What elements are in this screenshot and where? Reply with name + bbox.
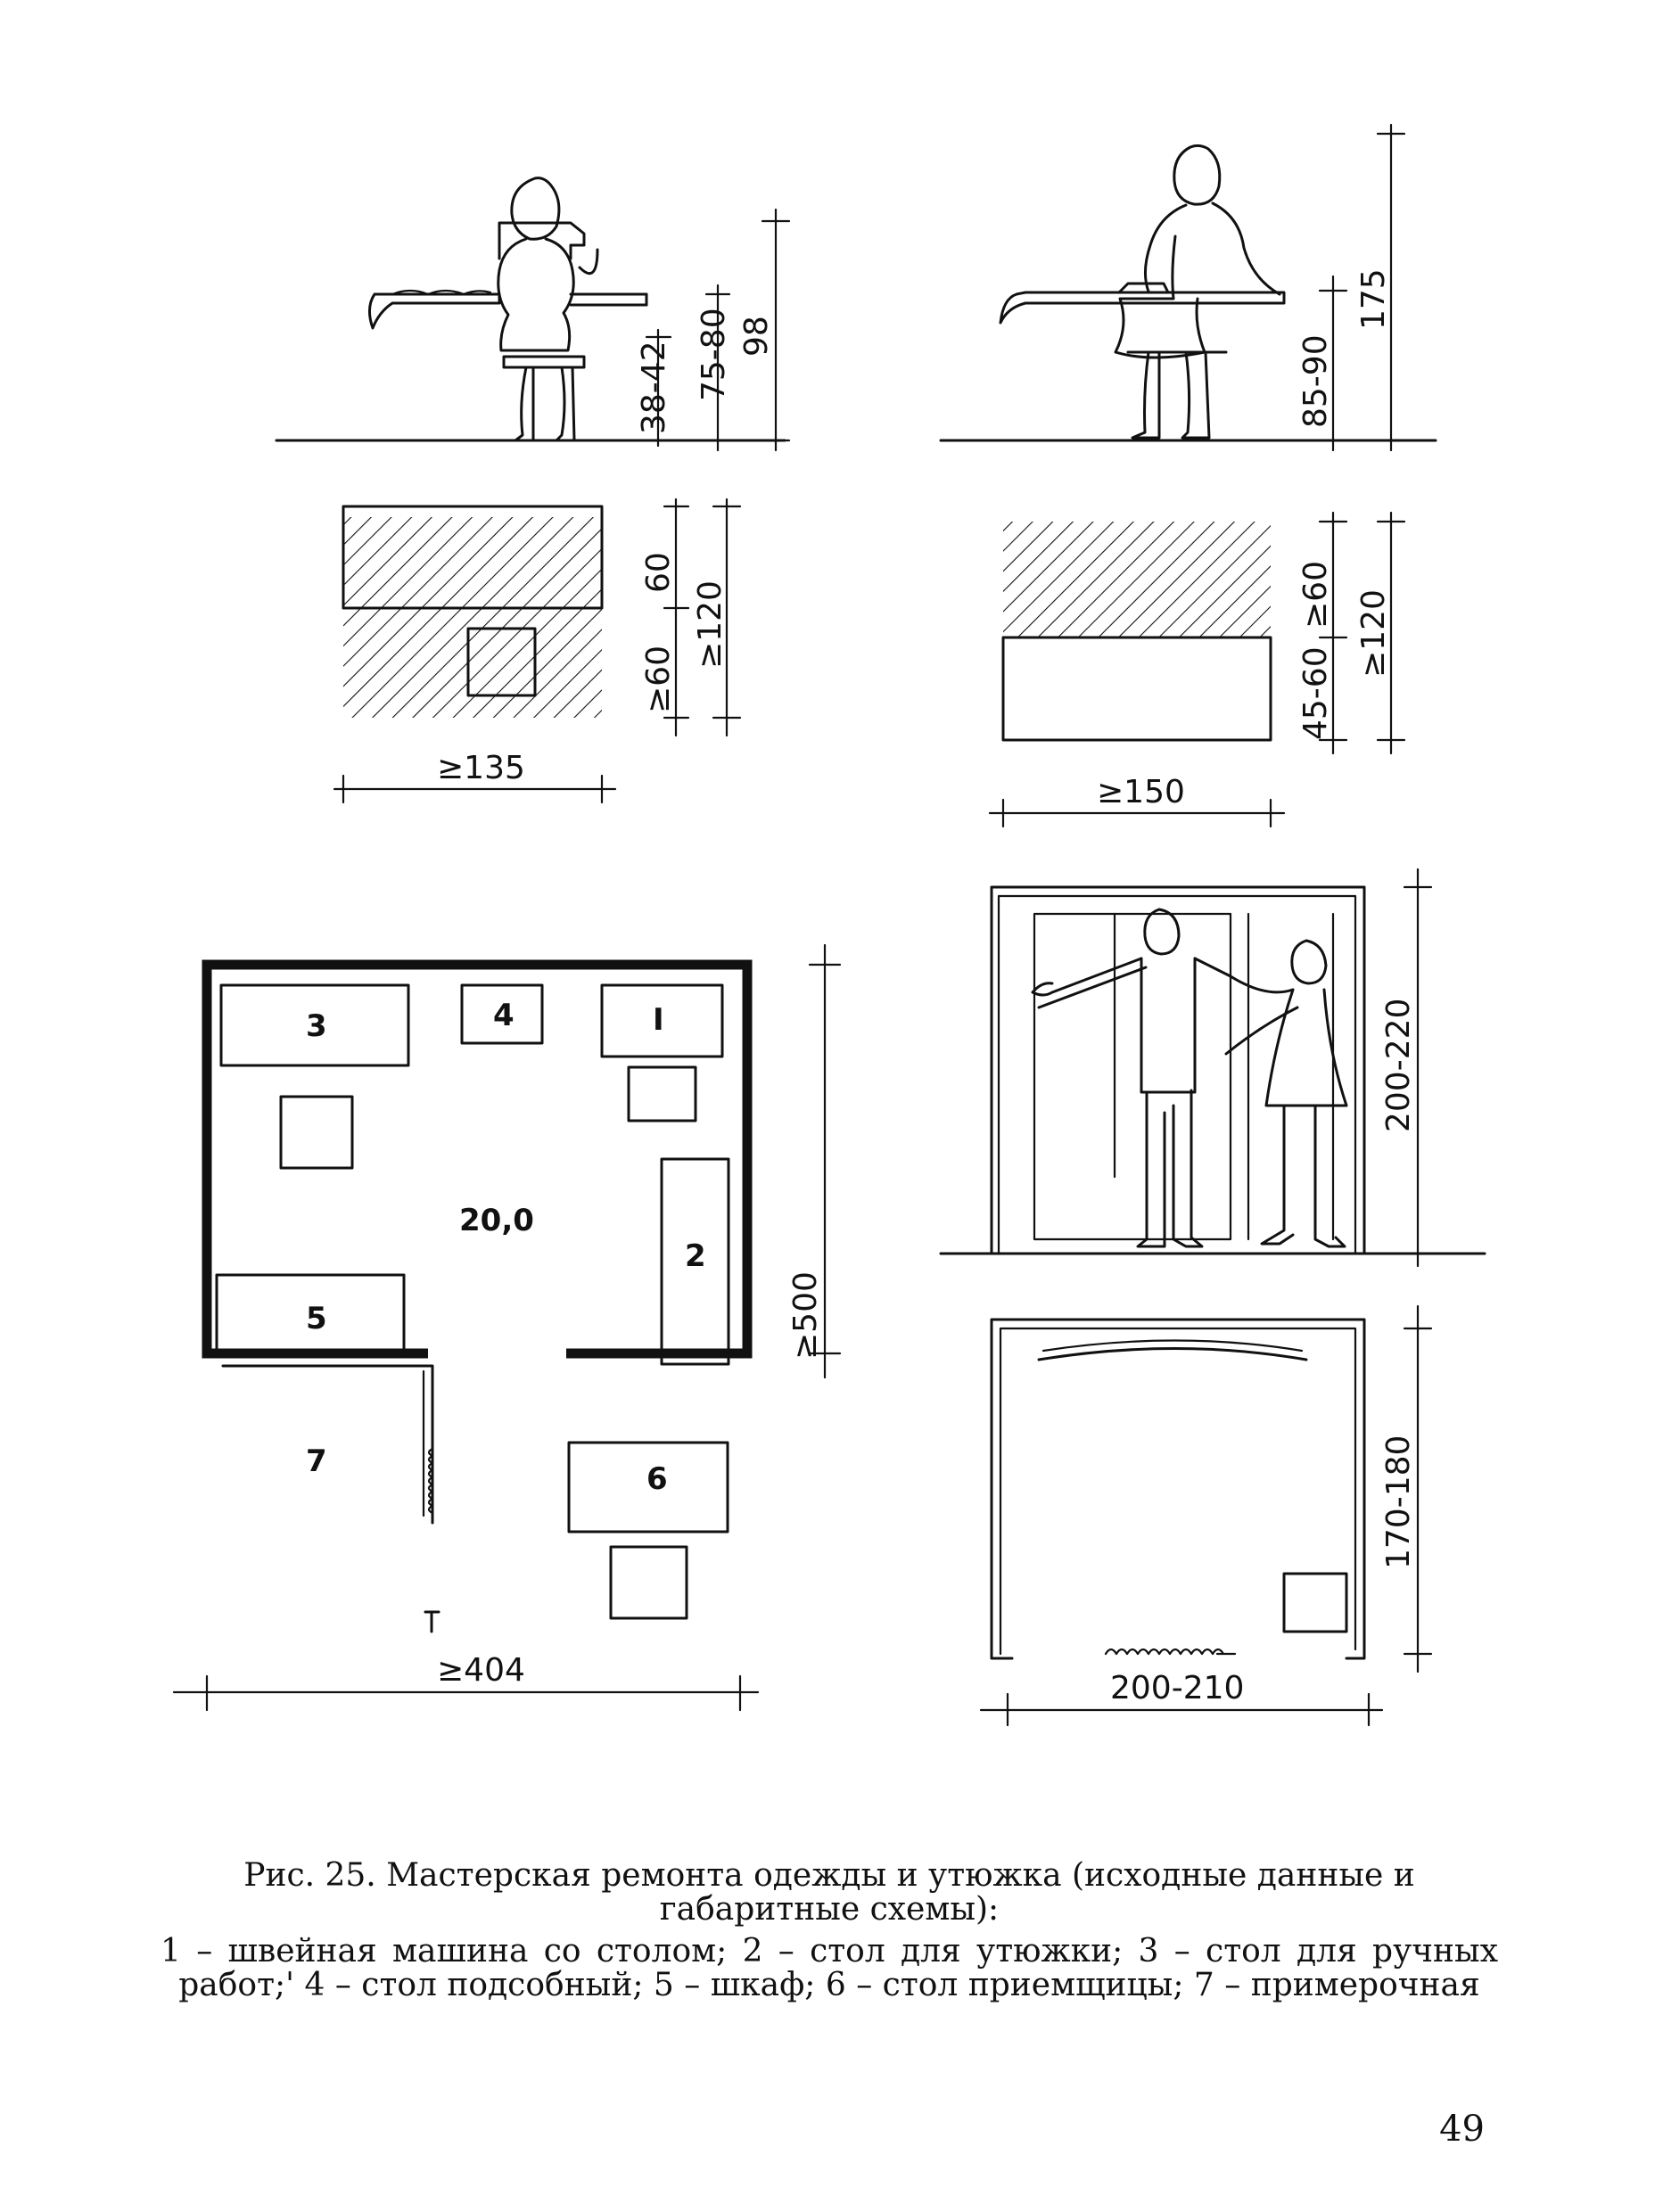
dim-board-depth: 45-60 <box>1297 646 1334 740</box>
dim-ironing-depth: ≥120 <box>1355 589 1392 678</box>
room-label-3: 3 <box>306 1008 327 1044</box>
furniture-5 <box>215 1273 406 1357</box>
room-plan: 3 4 I 2 5 7 6 20,0 ≥500 ≥404 <box>172 943 842 1712</box>
dim-room-length: ≥500 <box>787 1271 824 1360</box>
page-number: 49 <box>1439 2109 1485 2150</box>
sewing-elevation: 38-42 75-80 98 <box>275 177 791 452</box>
room-label-6: 6 <box>646 1461 668 1497</box>
dim-room-width: ≥404 <box>437 1652 525 1689</box>
room-label-1: I <box>653 1002 664 1038</box>
furniture-6 <box>567 1441 729 1534</box>
furniture-3 <box>219 983 410 1067</box>
fitting-plan: 170-180 200-210 <box>979 1304 1433 1727</box>
dim-board-height: 85-90 <box>1297 334 1334 428</box>
dim-table-depth: 60 <box>640 552 677 593</box>
dim-plan-depth: ≥120 <box>692 580 729 669</box>
furniture-2 <box>660 1157 730 1366</box>
dim-seat-height: 38-42 <box>636 341 672 434</box>
dim-total-height: 98 <box>738 316 775 357</box>
room-label-5: 5 <box>306 1301 327 1336</box>
dim-plan-width: ≥135 <box>437 750 525 786</box>
ironing-plan: ≥60 45-60 ≥120 ≥150 <box>988 511 1406 828</box>
ironing-elevation: 85-90 175 <box>939 123 1437 452</box>
fitting-elevation: 200-220 <box>939 868 1486 1268</box>
dim-fitting-depth: 170-180 <box>1380 1435 1417 1569</box>
dim-seat-depth: ≥60 <box>640 646 677 713</box>
dim-fitting-height: 200-220 <box>1380 999 1417 1132</box>
dim-ironing-width: ≥150 <box>1097 774 1185 810</box>
room-label-2: 2 <box>685 1238 706 1274</box>
dim-standing-depth: ≥60 <box>1297 561 1334 629</box>
room-area: 20,0 <box>459 1203 534 1238</box>
furniture-1 <box>600 983 724 1058</box>
room-label-4: 4 <box>493 998 515 1033</box>
figure-caption-legend: 1 – швейная машина со столом; 2 – стол д… <box>161 1933 1498 2003</box>
room-label-7: 7 <box>306 1443 327 1479</box>
dim-standing-height: 175 <box>1355 268 1392 330</box>
dim-fitting-width: 200-210 <box>1110 1670 1244 1706</box>
figure-caption-title: Рис. 25. Мастерская ремонта одежды и утю… <box>243 1857 1415 1928</box>
sewing-plan: 60 ≥60 ≥120 ≥135 <box>333 497 742 804</box>
dim-table-height: 75-80 <box>696 308 732 401</box>
furniture-4 <box>460 983 544 1045</box>
